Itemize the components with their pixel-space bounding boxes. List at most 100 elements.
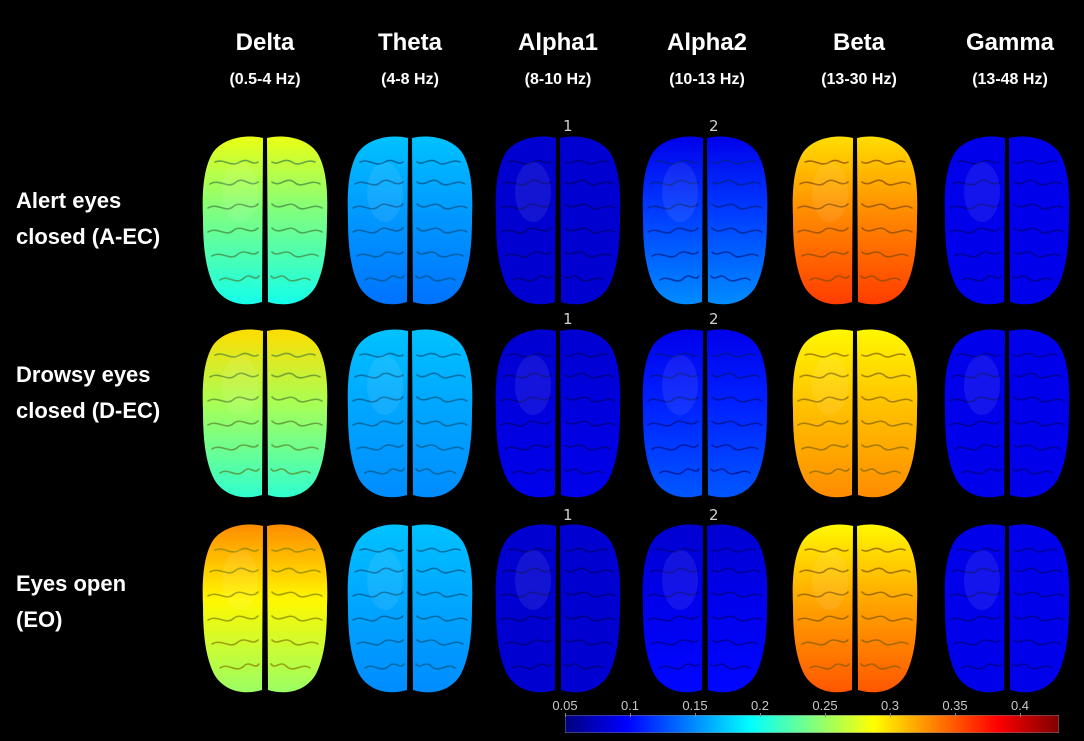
brain-map-drowsy-eyes-closed-beta: [790, 325, 920, 501]
brain-map-eyes-open-alpha2: [640, 520, 770, 696]
band-name-gamma: Gamma: [965, 29, 1055, 56]
band-range-alpha2: (10-13 Hz): [669, 71, 745, 88]
sulci-texture: [207, 547, 323, 670]
colorbar-tick-mark: [955, 713, 956, 717]
band-name-theta: Theta: [377, 29, 442, 56]
panel-mark-alpha1: 1: [563, 310, 573, 328]
surface-highlight: [662, 162, 698, 222]
left-hemisphere: [202, 524, 263, 693]
surface-highlight: [222, 550, 258, 610]
panel-mark-alpha2: 2: [709, 117, 719, 135]
right-hemisphere: [267, 524, 328, 693]
band-range-delta: (0.5-4 Hz): [229, 71, 301, 88]
sulci-texture: [797, 159, 913, 282]
right-hemisphere: [267, 136, 328, 305]
colorbar-tick-label: 0.35: [942, 698, 968, 713]
header-alpha2: Alpha2 (10-13 Hz): [632, 28, 782, 90]
header-theta: Theta (4-8 Hz): [335, 28, 485, 90]
surface-highlight: [964, 355, 1000, 415]
left-hemisphere: [347, 136, 408, 305]
header-beta: Beta (13-30 Hz): [784, 28, 934, 90]
brain-map-drowsy-eyes-closed-gamma: [942, 325, 1072, 501]
colorbar-tick-mark: [565, 713, 566, 717]
colorbar-tick-label: 0.25: [812, 698, 838, 713]
band-range-theta: (4-8 Hz): [381, 71, 439, 88]
surface-highlight: [222, 162, 258, 222]
brain-map-alert-eyes-closed-gamma: [942, 132, 1072, 308]
brain-map-eyes-open-gamma: [942, 520, 1072, 696]
colorbar-tick-label: 0.15: [682, 698, 708, 713]
surface-highlight: [964, 550, 1000, 610]
panel-mark-alpha2: 2: [709, 506, 719, 524]
right-hemisphere: [707, 329, 768, 498]
sulci-texture: [207, 352, 323, 475]
row-label-line1: Alert eyes: [16, 188, 122, 213]
right-hemisphere: [857, 136, 918, 305]
left-hemisphere: [944, 136, 1005, 305]
left-hemisphere: [347, 524, 408, 693]
surface-highlight: [222, 355, 258, 415]
left-hemisphere: [347, 329, 408, 498]
band-name-beta: Beta: [832, 29, 886, 56]
left-hemisphere: [792, 524, 853, 693]
colorbar-tick-mark: [1020, 713, 1021, 717]
sulci-texture: [352, 352, 468, 475]
band-name-alpha1: Alpha1: [517, 29, 598, 56]
right-hemisphere: [1009, 329, 1070, 498]
right-hemisphere: [1009, 524, 1070, 693]
colorbar-tick-label: 0.4: [1010, 698, 1030, 713]
surface-highlight: [964, 162, 1000, 222]
left-hemisphere: [642, 136, 703, 305]
brain-map-drowsy-eyes-closed-delta: [200, 325, 330, 501]
right-hemisphere: [412, 329, 473, 498]
left-hemisphere: [495, 524, 556, 693]
header-alpha1: Alpha1 (8-10 Hz): [483, 28, 633, 90]
row-label-line1: Drowsy eyes: [16, 362, 151, 387]
sulci-texture: [352, 159, 468, 282]
colorbar-tick-mark: [630, 713, 631, 717]
brain-map-eyes-open-delta: [200, 520, 330, 696]
surface-highlight: [662, 355, 698, 415]
colorbar-tick-mark: [890, 713, 891, 717]
panel-mark-alpha1: 1: [563, 506, 573, 524]
left-hemisphere: [792, 136, 853, 305]
surface-highlight: [812, 355, 848, 415]
left-hemisphere: [642, 524, 703, 693]
row-label-line2: closed (A-EC): [16, 224, 161, 249]
colorbar-tick-mark: [760, 713, 761, 717]
right-hemisphere: [1009, 136, 1070, 305]
row-label-eyes-open: Eyes open (EO): [16, 566, 191, 638]
left-hemisphere: [202, 136, 263, 305]
row-label-line1: Eyes open: [16, 571, 127, 596]
right-hemisphere: [707, 136, 768, 305]
row-label-drowsy-eyes-closed: Drowsy eyes closed (D-EC): [16, 357, 191, 429]
sulci-texture: [500, 547, 616, 670]
row-label-alert-eyes-closed: Alert eyes closed (A-EC): [16, 183, 191, 255]
surface-highlight: [515, 550, 551, 610]
right-hemisphere: [412, 136, 473, 305]
brain-map-drowsy-eyes-closed-alpha2: [640, 325, 770, 501]
right-hemisphere: [560, 136, 621, 305]
surface-highlight: [367, 550, 403, 610]
header-delta: Delta (0.5-4 Hz): [190, 28, 340, 90]
sulci-texture: [797, 352, 913, 475]
right-hemisphere: [857, 524, 918, 693]
colorbar-tick-label: 0.2: [750, 698, 770, 713]
brain-map-alert-eyes-closed-delta: [200, 132, 330, 308]
right-hemisphere: [857, 329, 918, 498]
brain-map-drowsy-eyes-closed-alpha1: [493, 325, 623, 501]
surface-highlight: [515, 162, 551, 222]
band-range-alpha1: (8-10 Hz): [524, 71, 592, 88]
sulci-texture: [647, 159, 763, 282]
surface-highlight: [812, 162, 848, 222]
band-range-gamma: (13-48 Hz): [972, 71, 1048, 88]
colorbar-tick-label: 0.05: [552, 698, 578, 713]
brain-map-alert-eyes-closed-theta: [345, 132, 475, 308]
panel-mark-alpha2: 2: [709, 310, 719, 328]
right-hemisphere: [560, 524, 621, 693]
colorbar-tick-mark: [825, 713, 826, 717]
right-hemisphere: [412, 524, 473, 693]
sulci-texture: [647, 547, 763, 670]
band-name-alpha2: Alpha2: [666, 29, 747, 56]
header-gamma: Gamma (13-48 Hz): [935, 28, 1084, 90]
